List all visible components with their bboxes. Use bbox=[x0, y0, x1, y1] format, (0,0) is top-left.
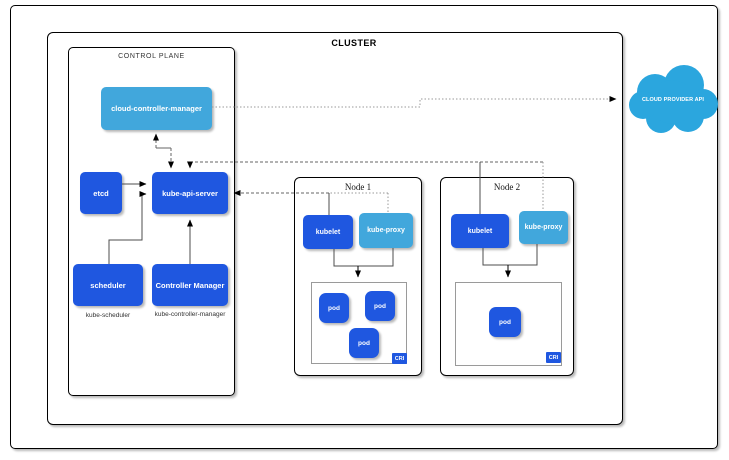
node1-pod1-label: pod bbox=[328, 304, 340, 312]
controller-manager-label: Controller Manager bbox=[155, 280, 225, 290]
cloud-provider-api-label: CLOUD PROVIDER API bbox=[641, 97, 705, 103]
etcd-box: etcd bbox=[80, 172, 122, 214]
scheduler-label: scheduler bbox=[90, 280, 126, 290]
cluster-box bbox=[47, 32, 623, 425]
node2-kubelet-box: kubelet bbox=[451, 214, 509, 248]
scheduler-caption: kube-scheduler bbox=[85, 312, 131, 319]
node2-title: Node 2 bbox=[493, 182, 521, 192]
controller-manager-box: Controller Manager bbox=[152, 264, 228, 306]
etcd-label: etcd bbox=[93, 188, 109, 198]
node2-kube-proxy-box: kube-proxy bbox=[519, 211, 568, 244]
node2-cri-badge: CRI bbox=[546, 352, 561, 363]
node2-kube-proxy-label: kube-proxy bbox=[524, 224, 563, 231]
controller-manager-caption: kube-controller-manager bbox=[154, 311, 226, 318]
node1-pod1-box: pod bbox=[319, 293, 349, 323]
node1-pod3-label: pod bbox=[358, 339, 370, 347]
node2-pod1-label: pod bbox=[499, 318, 511, 326]
cloud-controller-manager-label: cloud-controller-manager bbox=[111, 104, 202, 113]
kube-api-server-label: kube-api-server bbox=[162, 188, 218, 198]
node2-cri-container bbox=[455, 282, 562, 366]
node1-pod3-box: pod bbox=[349, 328, 379, 358]
diagram-outer-border bbox=[10, 5, 718, 449]
node1-cri-badge: CRI bbox=[392, 353, 407, 364]
node1-cri-container bbox=[311, 282, 407, 364]
control-plane-box bbox=[68, 47, 235, 396]
cluster-title: CLUSTER bbox=[331, 38, 377, 48]
node2-kubelet-label: kubelet bbox=[467, 227, 493, 235]
node1-title: Node 1 bbox=[344, 182, 372, 192]
node2-pod1-box: pod bbox=[489, 307, 521, 337]
node1-kube-proxy-box: kube-proxy bbox=[359, 213, 413, 248]
node1-box bbox=[294, 177, 422, 376]
kube-api-server-box: kube-api-server bbox=[152, 172, 228, 214]
node1-pod2-label: pod bbox=[374, 302, 386, 310]
node2-box bbox=[440, 177, 574, 376]
node1-kube-proxy-label: kube-proxy bbox=[367, 227, 405, 234]
control-plane-title: CONTROL PLANE bbox=[118, 53, 185, 60]
node1-kubelet-label: kubelet bbox=[315, 228, 341, 236]
cloud-controller-manager-box: cloud-controller-manager bbox=[101, 87, 212, 130]
node1-pod2-box: pod bbox=[365, 291, 395, 321]
node1-kubelet-box: kubelet bbox=[303, 215, 353, 249]
scheduler-box: scheduler bbox=[73, 264, 143, 306]
